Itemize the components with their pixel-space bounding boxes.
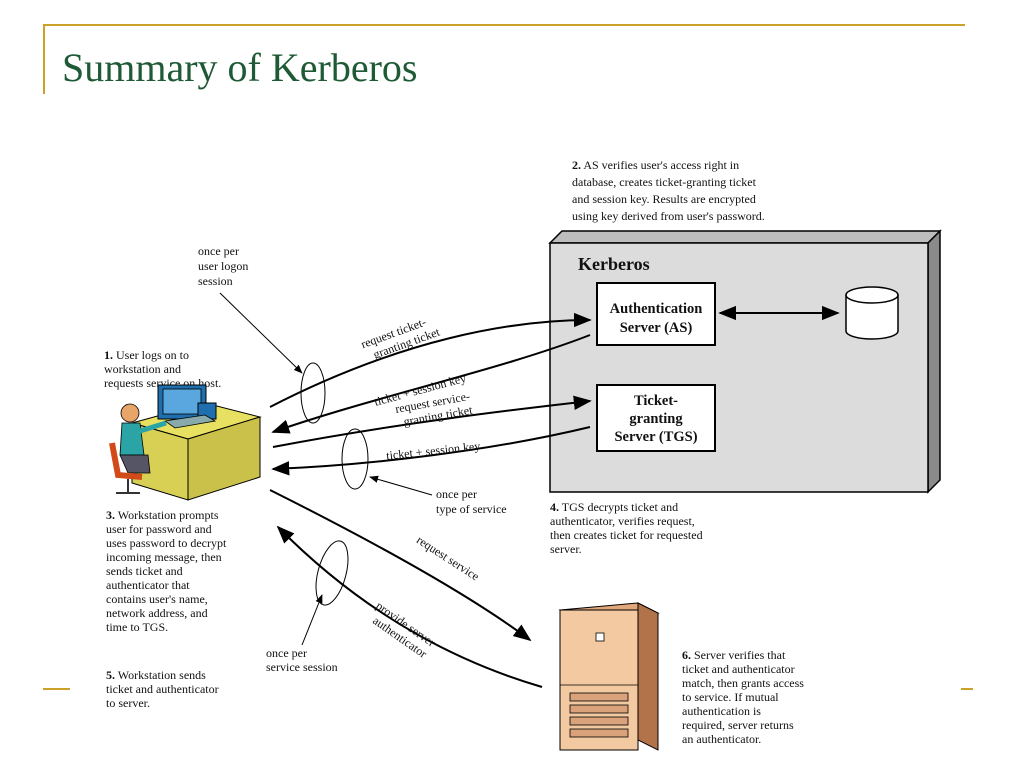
once-logon-line2: user logon: [198, 259, 248, 273]
service-type-loop: [341, 428, 369, 490]
step1-text: 1. User logs on to workstation and reque…: [104, 348, 221, 390]
service-session-loop: [315, 540, 349, 606]
ticket-key-label-2: ticket + session key: [386, 439, 481, 463]
svg-text:3. Workstation prompts: 3. Workstation prompts: [106, 508, 219, 522]
step3-text: 3. Workstation prompts user for password…: [106, 508, 227, 634]
kerberos-box: Kerberos: [548, 229, 942, 494]
title-rule-vertical: [43, 24, 45, 94]
once-session-line2: service session: [266, 660, 338, 674]
arrow-tgt-ticket-key: [271, 334, 591, 434]
diagram-svg: Kerberos Authentication Server (AS) Tick…: [104, 158, 942, 751]
once-session-line1: once per: [266, 646, 307, 660]
svg-text:1. User logs on to: 1. User logs on to: [104, 348, 189, 362]
arrow-request-tgt-label: request ticket- granting ticket: [359, 315, 442, 362]
step6-number: 6.: [682, 648, 691, 662]
step2-line3: and session key. Results are encrypted: [572, 192, 756, 206]
step3-line5: sends ticket and: [106, 564, 183, 578]
arrow-provide-auth-label: provide server authenticator: [370, 598, 438, 660]
step5-line3: to server.: [106, 696, 150, 710]
kerberos-label: Kerberos: [578, 254, 650, 274]
step1-number: 1.: [104, 348, 113, 362]
server-tower-icon: [558, 602, 660, 751]
arrow-request-tgt: [269, 312, 592, 408]
once-logon-pointer: [219, 292, 303, 374]
step4-text: 4. TGS decrypts ticket and authenticator…: [550, 500, 703, 556]
step2-text: 2. AS verifies user's access right in da…: [572, 158, 765, 223]
arrow-provide-authenticator: [276, 525, 543, 688]
step2-line2: database, creates ticket-granting ticket: [572, 175, 757, 189]
step5-line2: ticket and authenticator: [106, 682, 219, 696]
slide-title: Summary of Kerberos: [62, 45, 418, 90]
step2-line4: using key derived from user's password.: [572, 209, 765, 223]
step6-line7: an authenticator.: [682, 732, 761, 746]
svg-text:2. AS verifies user's access r: 2. AS verifies user's access right in: [572, 158, 739, 172]
step3-line3: uses password to decrypt: [106, 536, 227, 550]
step3-line6: authenticator that: [106, 578, 190, 592]
once-logon-line1: once per: [198, 244, 239, 258]
tgs-label-line3: Server (TGS): [614, 429, 697, 445]
step6-line1: Server verifies that: [694, 648, 786, 662]
as-label-line1: Authentication: [610, 301, 703, 317]
once-type-line2: type of service: [436, 502, 507, 516]
step6-line4: to service. If mutual: [682, 690, 779, 704]
arrow-sgt-ticket-key: [271, 426, 591, 476]
step6-line3: match, then grants access: [682, 676, 804, 690]
arrow-request-sgt-label: request service- granting ticket: [394, 389, 474, 429]
workstation-user-illustration: [109, 384, 262, 501]
arrow-request-service: [269, 489, 532, 642]
once-service-type-pointer: [369, 475, 433, 496]
step3-line7: contains user's name,: [106, 592, 208, 606]
step3-line4: incoming message, then: [106, 550, 222, 564]
tgs-label-line2: granting: [629, 411, 683, 427]
step5-text: 5. Workstation sends ticket and authenti…: [106, 668, 219, 710]
svg-text:4. TGS decrypts ticket and: 4. TGS decrypts ticket and: [550, 500, 678, 514]
arrow-request-sgt: [272, 395, 592, 448]
step5-number: 5.: [106, 668, 115, 682]
step6-text: 6. Server verifies that ticket and authe…: [682, 648, 804, 746]
once-per-service-session-label: once per service session: [266, 646, 338, 674]
kerberos-diagram: Kerberos Authentication Server (AS) Tick…: [70, 155, 961, 765]
step4-line4: server.: [550, 542, 582, 556]
as-server-box: Authentication Server (AS): [596, 282, 716, 346]
step3-line1: Workstation prompts: [118, 508, 219, 522]
step2-number: 2.: [572, 158, 581, 172]
step6-line2: ticket and authenticator: [682, 662, 795, 676]
step4-line3: then creates ticket for requested: [550, 528, 703, 542]
step3-line8: network address, and: [106, 606, 208, 620]
step3-line2: user for password and: [106, 522, 212, 536]
step6-line6: required, server returns: [682, 718, 794, 732]
once-per-logon-label: once per user logon session: [198, 244, 248, 288]
svg-text:5. Workstation sends: 5. Workstation sends: [106, 668, 206, 682]
step3-number: 3.: [106, 508, 115, 522]
step4-line2: authenticator, verifies request,: [550, 514, 695, 528]
step2-line1: AS verifies user's access right in: [583, 158, 739, 172]
step1-line1: User logs on to: [116, 348, 189, 362]
tgs-label-line1: Ticket-: [634, 393, 678, 409]
svg-text:6. Server verifies that: 6. Server verifies that: [682, 648, 786, 662]
step6-line5: authentication is: [682, 704, 761, 718]
database-icon: [845, 286, 899, 340]
once-logon-line3: session: [198, 274, 233, 288]
as-label-line2: Server (AS): [620, 320, 693, 336]
step3-line9: time to TGS.: [106, 620, 168, 634]
title-rule-horizontal: [43, 24, 965, 26]
step1-line2: workstation and: [104, 362, 181, 376]
logon-session-loop: [300, 362, 326, 424]
once-service-session-pointer: [301, 594, 323, 646]
step5-line1: Workstation sends: [118, 668, 206, 682]
tgs-server-box: Ticket- granting Server (TGS): [596, 384, 716, 452]
step4-line1: TGS decrypts ticket and: [562, 500, 678, 514]
once-per-service-type-label: once per type of service: [436, 487, 507, 516]
request-service-label: request service: [414, 533, 482, 584]
footer-rule-left: [43, 688, 71, 690]
once-type-line1: once per: [436, 487, 477, 501]
step4-number: 4.: [550, 500, 559, 514]
